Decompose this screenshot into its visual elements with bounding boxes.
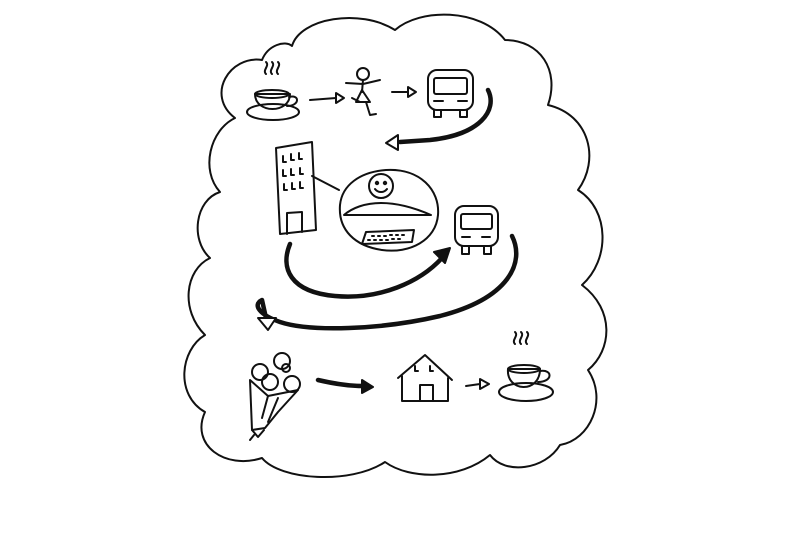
arrow-1 [309,92,345,104]
arrow-office-to-bus [284,241,451,299]
house-icon [397,354,453,402]
office-building-icon [275,141,317,235]
coffee-cup-icon [246,61,300,121]
coffee-cup-icon [498,331,554,402]
arrow-bus-to-flowers [255,233,519,331]
connector-line [311,175,340,191]
arrow-3 [465,378,490,390]
person-at-computer-icon [338,168,440,252]
bus-icon [427,69,474,118]
thought-cloud-outline [183,13,608,478]
bus-icon [454,205,499,255]
arrow-bus-to-office [385,87,493,151]
arrow-2 [391,86,417,98]
dancing-person-icon [345,67,381,116]
flower-bouquet-icon [249,352,301,441]
arrow-flowers-to-house [315,377,374,394]
